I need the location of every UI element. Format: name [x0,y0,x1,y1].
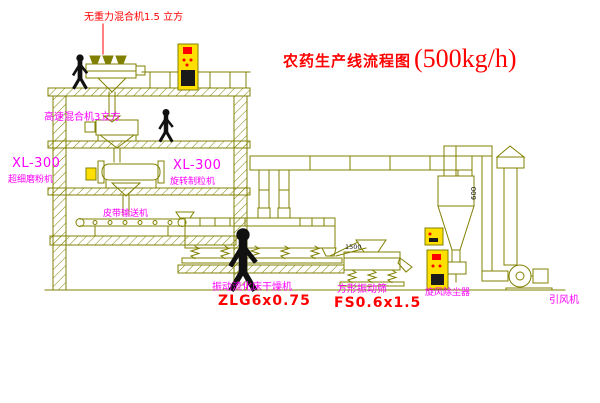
label-screen-name: 方形振动筛 [337,284,387,295]
label-granulator-name: 旋转制粒机 [170,177,216,187]
exhaust-ducting [249,155,473,209]
dim-screen-inlet: 1500 [345,243,362,251]
label-cyclone-name: 旋风除尘器 [425,288,471,298]
cyclone-machine [437,145,509,283]
label-high-speed-mixer: 高速混合机3立方 [44,112,121,123]
person-figure [74,54,87,87]
fan-and-stack [495,145,553,291]
label-dryer-model: ZLG6x0.75 [218,293,311,309]
label-gravity-mixer: 无重力混合机1.5 立方 [84,12,184,23]
title-text: 农药生产线流程图 [283,52,412,70]
label-screen-model: FS0.6x1.5 [334,295,422,311]
label-fan-name: 引风机 [549,295,579,306]
fluid-bed-dryer-machine [175,207,345,274]
gravity-mixer-machine [85,55,146,117]
high-speed-mixer-machine [84,115,139,163]
vibrating-screen-machine [329,239,413,287]
label-granulator-model: XL-300 [173,158,222,173]
label-mill-model: XL-300 [12,156,61,171]
diagram-title: 农药生产线流程图 (500kg/h) [283,44,517,74]
person-figure [160,109,172,141]
label-mill-name: 超细磨粉机 [8,175,54,185]
title-capacity: (500kg/h) [414,44,517,73]
label-dryer-name: 振动流化床干燥机 [212,282,292,293]
control-panel-ground [426,249,449,290]
building-structure [47,71,251,291]
label-belt-conveyor: 皮带输送机 [103,209,149,219]
belt-conveyor-machine [75,218,187,237]
dim-duct-diameter: 600 [470,186,478,200]
control-panel-roof [177,43,199,91]
control-panel-small [424,227,444,246]
granulator-machine [85,160,165,217]
